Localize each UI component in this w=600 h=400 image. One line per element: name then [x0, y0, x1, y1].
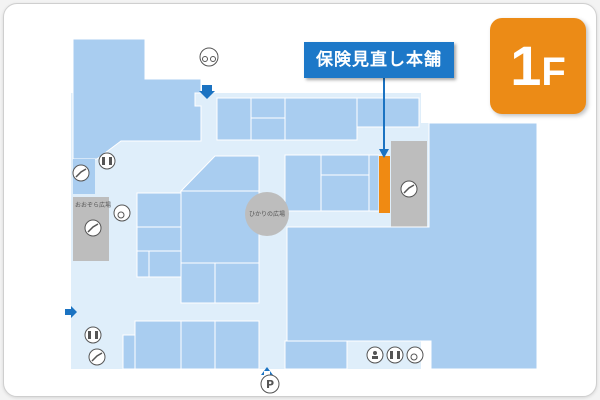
escalator-icon[interactable]: [72, 164, 90, 182]
shop-center-2[interactable]: [180, 190, 260, 264]
shop-block-top-left[interactable]: [72, 38, 202, 160]
floor-map: ひかりの広場 おおぞら広場: [65, 38, 538, 394]
shop-bottom-2[interactable]: [180, 320, 216, 370]
nursing-room-icon[interactable]: [366, 346, 384, 364]
left-plaza-label: おおぞら広場: [75, 201, 111, 209]
shop-top-3[interactable]: [250, 117, 286, 141]
shop-block-right[interactable]: [286, 122, 538, 370]
parking-icon[interactable]: P: [260, 374, 280, 394]
shop-center-3[interactable]: [214, 262, 260, 304]
shop-top-4[interactable]: [284, 97, 358, 141]
entrance-arrow-icon[interactable]: [65, 306, 77, 318]
shop-bottom-3[interactable]: [214, 320, 260, 370]
shop-mid-2[interactable]: [320, 154, 370, 176]
parking-label: P: [266, 378, 274, 391]
store-name-text: 保険見直し本舗: [316, 50, 442, 70]
shop-center-4[interactable]: [180, 262, 216, 304]
shop-left-2[interactable]: [136, 226, 182, 252]
floor-number: 1: [510, 34, 542, 97]
central-plaza[interactable]: [245, 192, 289, 236]
entrance-arrow-icon[interactable]: [261, 367, 273, 375]
escalator-icon[interactable]: [88, 348, 106, 366]
bicycle-icon[interactable]: [199, 47, 219, 67]
shop-top-5[interactable]: [356, 97, 420, 128]
restroom-icon[interactable]: [84, 326, 102, 344]
floor-badge: 1F: [490, 18, 586, 114]
wheelchair-icon[interactable]: [113, 204, 131, 222]
shop-bottom-4[interactable]: [122, 334, 136, 370]
shop-mid-3[interactable]: [320, 174, 370, 212]
restroom-icon[interactable]: [98, 152, 116, 170]
shop-left-4[interactable]: [136, 250, 150, 278]
highlighted-store[interactable]: [379, 156, 390, 213]
store-name-label[interactable]: 保険見直し本舗: [304, 42, 454, 78]
restroom-icon[interactable]: [386, 346, 404, 364]
central-plaza-label: ひかりの広場: [249, 210, 285, 218]
shop-left-3[interactable]: [148, 250, 182, 278]
entrance-arrow-icon[interactable]: [199, 85, 215, 99]
shop-top-2[interactable]: [250, 97, 286, 119]
escalator-icon[interactable]: [400, 180, 418, 198]
map-frame: ひかりの広場 おおぞら広場: [3, 3, 597, 397]
shop-mid-1[interactable]: [284, 154, 322, 212]
escalator-icon[interactable]: [84, 219, 102, 237]
shop-left-1[interactable]: [136, 192, 182, 228]
store-pointer-arrowhead: [379, 149, 389, 158]
shop-mid-4[interactable]: [368, 154, 380, 212]
shop-top-1[interactable]: [216, 97, 252, 141]
wheelchair-icon[interactable]: [406, 346, 424, 364]
floor-suffix: F: [541, 50, 566, 94]
shop-bottom-5[interactable]: [284, 340, 348, 370]
shop-bottom-1[interactable]: [134, 320, 182, 370]
